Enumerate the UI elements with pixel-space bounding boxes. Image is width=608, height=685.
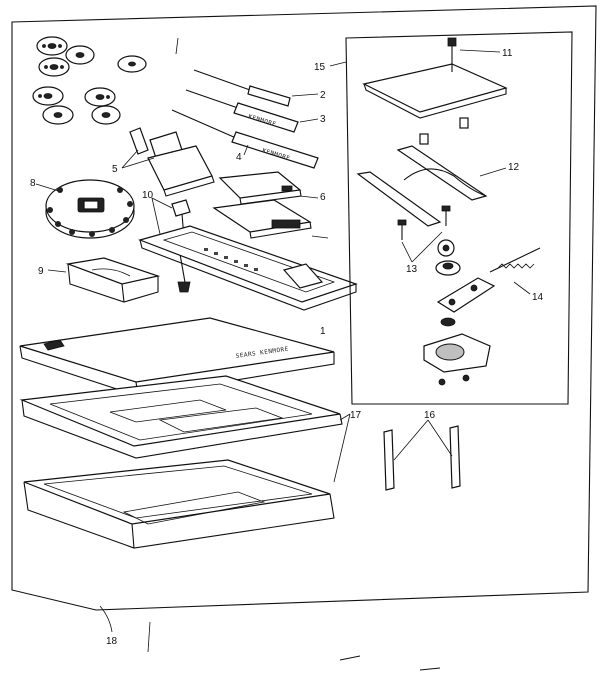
callout-10: 10 [142,190,154,201]
callout-17: 17 [350,410,362,421]
callout-6: 6 [320,192,326,203]
callout-9: 9 [38,266,44,277]
screwdriver-3: KENMORE [185,89,319,133]
parts-5 [121,127,215,197]
sub-assembly-frame [345,31,573,405]
callout-4: 4 [236,152,242,163]
part-16-pins [383,419,461,491]
part-11-plate [362,37,508,145]
callout-11: 11 [502,48,513,59]
leader-18 [99,605,113,633]
callout-14: 14 [532,292,544,303]
part-13-screws [397,205,451,263]
part-1-tray [138,225,358,311]
part-9-small-case [47,257,161,303]
callout-1: 1 [320,326,326,337]
parts-6 [212,171,319,239]
part-14-drive [423,239,541,386]
edge-mark [147,621,151,653]
callout-3: 3 [320,114,326,125]
callout-18: 18 [106,636,118,647]
edge-mark [419,667,441,671]
screwdriver-2 [193,69,319,107]
part-8-cam-gear [35,179,135,239]
bobbins-group [32,36,179,125]
part-10-foot [151,197,191,293]
part-17-case: SEARS KENMORE [19,317,351,549]
edge-mark [339,655,361,661]
part-12-springs [356,145,507,227]
callout-12: 12 [508,162,520,173]
callout-5: 5 [112,164,118,175]
callout-2: 2 [320,90,326,101]
background-panel [11,5,597,611]
callout-16: 16 [424,410,436,421]
leader-15 [329,61,347,67]
callout-13: 13 [406,264,418,275]
callout-15: 15 [314,62,326,73]
callout-8: 8 [30,178,36,189]
